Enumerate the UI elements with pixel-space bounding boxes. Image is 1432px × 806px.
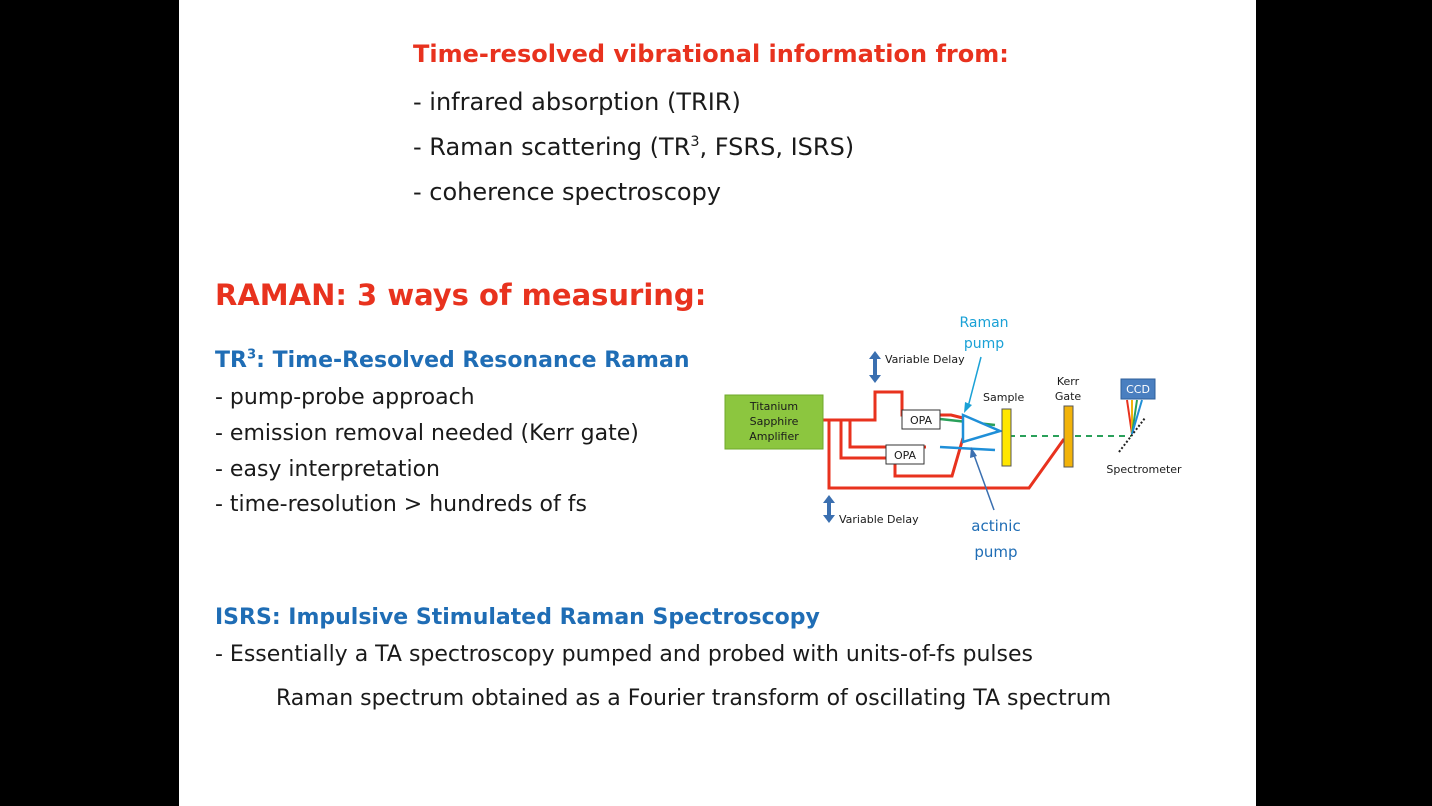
ccd-box bbox=[1120, 378, 1156, 400]
tr3-setup-diagram: Titanium Sapphire Amplifier OPA OPA Vari… bbox=[724, 315, 1182, 561]
section1-heading: Time-resolved vibrational information fr… bbox=[413, 40, 1009, 68]
actinic-pump-arrow bbox=[973, 454, 995, 511]
list-item: - time-resolution > hundreds of fs bbox=[215, 492, 587, 517]
isrs-heading: ISRS: Impulsive Stimulated Raman Spectro… bbox=[215, 605, 820, 630]
arrow-head-icon bbox=[970, 447, 977, 458]
tr3-heading: TR3: Time-Resolved Resonance Raman bbox=[215, 347, 690, 373]
raman-pump-arrow bbox=[967, 356, 982, 408]
raman-pump-label: Raman bbox=[959, 315, 1008, 331]
kerr-label: Gate bbox=[1055, 390, 1082, 403]
spectrometer-label: Spectrometer bbox=[1106, 463, 1182, 476]
opa-box-bottom bbox=[885, 444, 925, 465]
variable-delay-label: Variable Delay bbox=[885, 353, 965, 366]
list-item: - coherence spectroscopy bbox=[413, 178, 722, 206]
opa-label: OPA bbox=[894, 449, 917, 462]
laser-label: Titanium bbox=[749, 400, 798, 413]
laser-box bbox=[724, 394, 824, 450]
laser-label: Amplifier bbox=[749, 430, 799, 443]
slide: Time-resolved vibrational information fr… bbox=[179, 0, 1256, 806]
actinic-pump-label: actinic bbox=[971, 517, 1020, 535]
kerr-label: Kerr bbox=[1057, 375, 1080, 388]
list-item: - Essentially a TA spectroscopy pumped a… bbox=[215, 642, 1033, 667]
actinic-pump-label: pump bbox=[974, 543, 1017, 561]
spectrum-fan-icon bbox=[1126, 399, 1143, 435]
opa-label: OPA bbox=[910, 414, 933, 427]
list-item: - pump-probe approach bbox=[215, 385, 475, 410]
lens-icon bbox=[961, 413, 1004, 444]
laser-label: Sapphire bbox=[750, 415, 799, 428]
list-item: - easy interpretation bbox=[215, 457, 440, 482]
sample-cell bbox=[1001, 408, 1012, 467]
list-item: - infrared absorption (TRIR) bbox=[413, 88, 741, 116]
actinic-beam bbox=[939, 445, 996, 452]
opa-box-top bbox=[901, 409, 941, 430]
ccd-label: CCD bbox=[1126, 383, 1150, 396]
isrs-note: Raman spectrum obtained as a Fourier tra… bbox=[276, 686, 1112, 711]
grating-icon bbox=[1118, 417, 1146, 453]
kerr-gate bbox=[1063, 405, 1074, 468]
variable-delay-label: Variable Delay bbox=[839, 513, 919, 526]
sample-label: Sample bbox=[983, 391, 1024, 404]
red-beam-paths bbox=[823, 390, 1066, 490]
section2-heading: RAMAN: 3 ways of measuring: bbox=[215, 278, 707, 312]
variable-delay-top-icon bbox=[869, 351, 881, 383]
arrow-head-icon bbox=[964, 402, 972, 413]
list-item: - emission removal needed (Kerr gate) bbox=[215, 421, 639, 446]
raman-pump-label: pump bbox=[964, 336, 1004, 352]
variable-delay-bottom-icon bbox=[823, 495, 835, 523]
list-item: - Raman scattering (TR3, FSRS, ISRS) bbox=[413, 133, 855, 161]
